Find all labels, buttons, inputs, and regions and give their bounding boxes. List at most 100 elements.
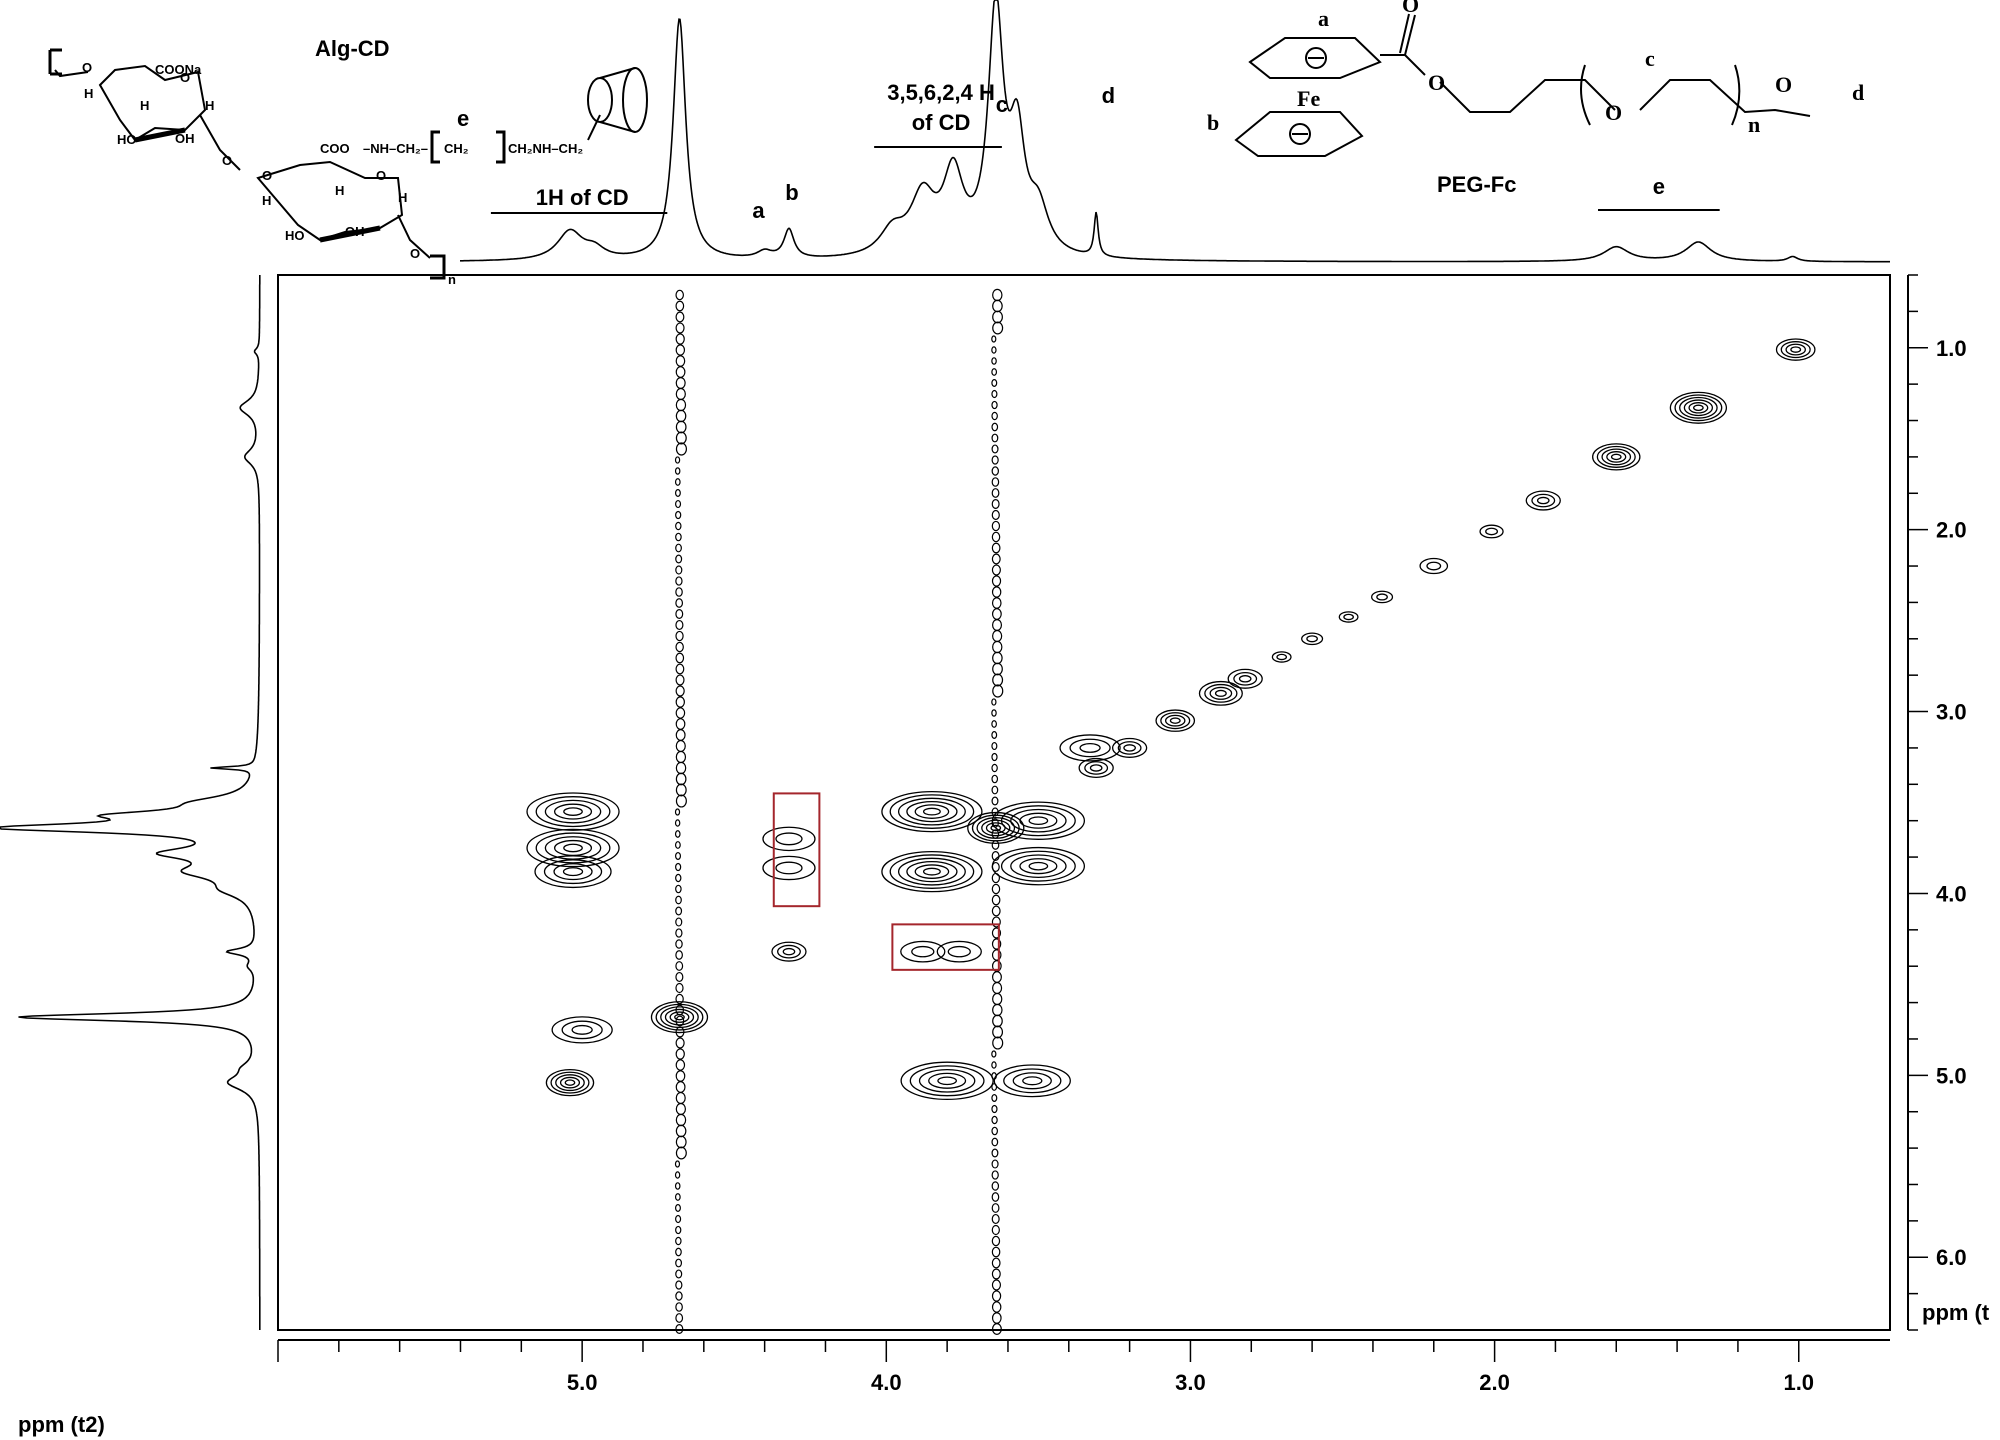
annotation-0: 1H of CD xyxy=(536,185,629,210)
stripe-mark xyxy=(991,709,997,717)
alg-cd-ho1: HO xyxy=(117,132,137,147)
alg-cd-coo: COO xyxy=(320,141,350,156)
diagonal-peak-7 xyxy=(1338,611,1359,623)
stripe-mark xyxy=(991,597,1002,609)
contour-ring xyxy=(1238,675,1252,683)
stripe-mark xyxy=(991,466,999,476)
contour-ring xyxy=(545,1068,595,1097)
contour-ring xyxy=(1426,561,1442,571)
alg-cd-label: Alg-CD xyxy=(315,36,390,61)
cross-peak-4 xyxy=(900,1061,994,1101)
contour-ring xyxy=(650,1001,709,1034)
stripe-mark xyxy=(675,674,685,686)
stripe-mark xyxy=(675,1204,681,1212)
contour-ring xyxy=(937,1076,957,1086)
contour-ring xyxy=(889,854,975,889)
stripe-mark xyxy=(674,467,681,475)
stripe-mark xyxy=(991,698,997,706)
y-tick-label-4: 5.0 xyxy=(1936,1063,1967,1088)
cross-peak-9 xyxy=(991,846,1086,886)
stripe-mark xyxy=(991,1137,999,1147)
contour-ring xyxy=(1276,653,1288,661)
stripe-mark xyxy=(675,1070,686,1082)
stripe-mark xyxy=(675,1146,687,1160)
alg-cd-ch2-repeat: CH₂ xyxy=(444,141,469,156)
contour-ring xyxy=(900,1061,994,1101)
contour-ring xyxy=(526,792,620,831)
stripe-mark xyxy=(674,819,681,827)
stripe-mark xyxy=(991,1181,1000,1191)
contour-ring xyxy=(906,800,958,823)
y-tick-label-1: 2.0 xyxy=(1936,518,1967,543)
contour-ring xyxy=(655,1003,704,1031)
contour-ring xyxy=(563,807,583,816)
contour-ring xyxy=(664,1008,695,1026)
stripe-mark xyxy=(675,1102,686,1116)
stripe-mark xyxy=(991,1224,1000,1236)
stripe-mark xyxy=(991,346,997,354)
alg-cd-structure: Alg-CD COONa O O H H H HO OH O COO –NH–C… xyxy=(48,36,648,287)
cross-peak-2 xyxy=(534,855,612,889)
contour-ring xyxy=(1606,451,1627,463)
annotation-2: b xyxy=(785,180,798,205)
diagonal-peak-18 xyxy=(545,1068,595,1097)
diagonal-peak-5 xyxy=(1419,557,1449,575)
stripe-mark xyxy=(991,840,1000,850)
contour-ring xyxy=(553,839,593,857)
peg-fc-c-label: c xyxy=(1645,46,1655,71)
stripe-mark xyxy=(675,982,684,994)
cross-peak-13 xyxy=(936,940,982,963)
diagonal-peak-2 xyxy=(1592,443,1641,471)
stripe-mark xyxy=(675,696,685,708)
stripe-mark xyxy=(675,344,686,356)
x-tick-label-1: 4.0 xyxy=(871,1370,902,1395)
peg-fc-fe-label: Fe xyxy=(1297,86,1320,111)
stripe-mark xyxy=(675,1291,683,1301)
contour-ring xyxy=(777,944,801,959)
contour-ring xyxy=(947,945,971,958)
contour-ring xyxy=(1343,613,1354,621)
contour-ring xyxy=(1536,496,1550,505)
stripe-mark xyxy=(991,531,1001,543)
contour-ring xyxy=(1059,734,1121,762)
contour-ring xyxy=(1010,854,1067,879)
contour-ring xyxy=(881,790,983,833)
alg-cd-o2: O xyxy=(180,70,190,85)
stripe-mark xyxy=(675,300,685,312)
stripe-mark xyxy=(991,752,998,762)
contour-ring xyxy=(1198,680,1243,706)
stripe-mark xyxy=(675,928,683,938)
stripe-mark xyxy=(674,456,681,464)
stripe-mark xyxy=(992,662,1003,676)
contour-ring xyxy=(1111,737,1148,758)
cross-peak-8 xyxy=(991,801,1086,840)
stripe-mark xyxy=(991,1159,999,1169)
stripe-mark xyxy=(675,576,683,586)
contour-ring xyxy=(1596,445,1636,468)
diagonal-peak-12 xyxy=(1155,709,1196,732)
contour-ring xyxy=(1669,391,1728,424)
stripe-mark xyxy=(675,1037,685,1049)
annotation-1: a xyxy=(752,198,765,223)
contour-ring xyxy=(1601,448,1632,466)
stripe-mark xyxy=(992,310,1003,324)
stripe-mark xyxy=(675,619,684,631)
contour-ring xyxy=(1209,686,1233,700)
contour-ring xyxy=(1010,808,1067,833)
contour-ring xyxy=(1301,632,1324,646)
annotation-5: c xyxy=(996,92,1008,117)
alg-cd-h2: H xyxy=(140,98,149,113)
contour-ring xyxy=(1160,712,1191,730)
stripe-mark xyxy=(991,542,1001,554)
stripe-mark xyxy=(675,398,687,412)
cross-peak-3 xyxy=(551,1016,613,1044)
stripe-mark xyxy=(675,783,687,797)
diagonal-peak-3 xyxy=(1525,490,1561,511)
contour-ring xyxy=(900,940,946,963)
alg-cd-ch2nh: CH₂NH–CH₂ xyxy=(508,141,583,156)
contour-ring xyxy=(544,799,602,824)
stripe-mark xyxy=(991,938,1002,950)
stripe-mark xyxy=(991,608,1002,620)
stripe-mark xyxy=(675,409,687,423)
contour-ring xyxy=(1233,671,1258,686)
